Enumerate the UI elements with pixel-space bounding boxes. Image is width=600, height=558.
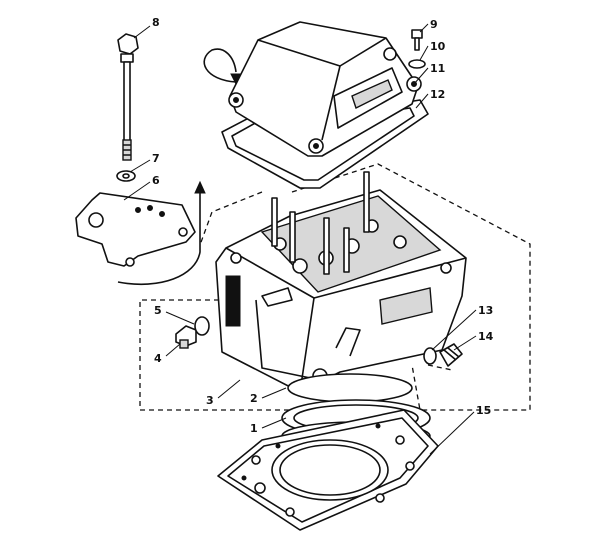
callout-11: 11 <box>430 62 445 75</box>
callout-10: 10 <box>430 40 446 53</box>
stud-bolt-part <box>117 33 139 161</box>
head-gasket-part <box>217 409 439 531</box>
callout-7: 7 <box>152 152 160 165</box>
plug-part <box>175 325 197 349</box>
leader-lines <box>123 23 477 455</box>
assembly-dashed-lines <box>139 163 531 411</box>
callout-8: 8 <box>152 16 160 29</box>
cover-washer-part <box>408 59 426 69</box>
callout-4: 4 <box>154 352 162 365</box>
callout-14: 14 <box>478 330 494 343</box>
cover-bolt-part <box>411 29 423 51</box>
side-seal-ring-part <box>423 347 437 365</box>
callout-2: 2 <box>250 392 258 405</box>
callout-3: 3 <box>206 394 214 407</box>
callout-12: 12 <box>430 88 445 101</box>
plug-seal-ring-part <box>194 316 210 336</box>
callout-13: 13 <box>478 304 493 317</box>
callout-9: 9 <box>430 18 438 31</box>
callout-5: 5 <box>154 304 162 317</box>
callout-15: 15 <box>476 404 491 417</box>
side-plug-part <box>439 343 463 367</box>
callout-1: 1 <box>250 422 258 435</box>
bracket-part <box>75 192 196 267</box>
callout-6: 6 <box>152 174 160 187</box>
valve-cover-part <box>228 21 422 157</box>
washer-part <box>116 170 136 182</box>
callout-labels: 8 9 10 11 12 7 6 5 4 3 2 1 13 14 15 <box>152 16 494 435</box>
o-ring-part <box>287 373 413 403</box>
cylinder-head-part <box>215 171 467 393</box>
